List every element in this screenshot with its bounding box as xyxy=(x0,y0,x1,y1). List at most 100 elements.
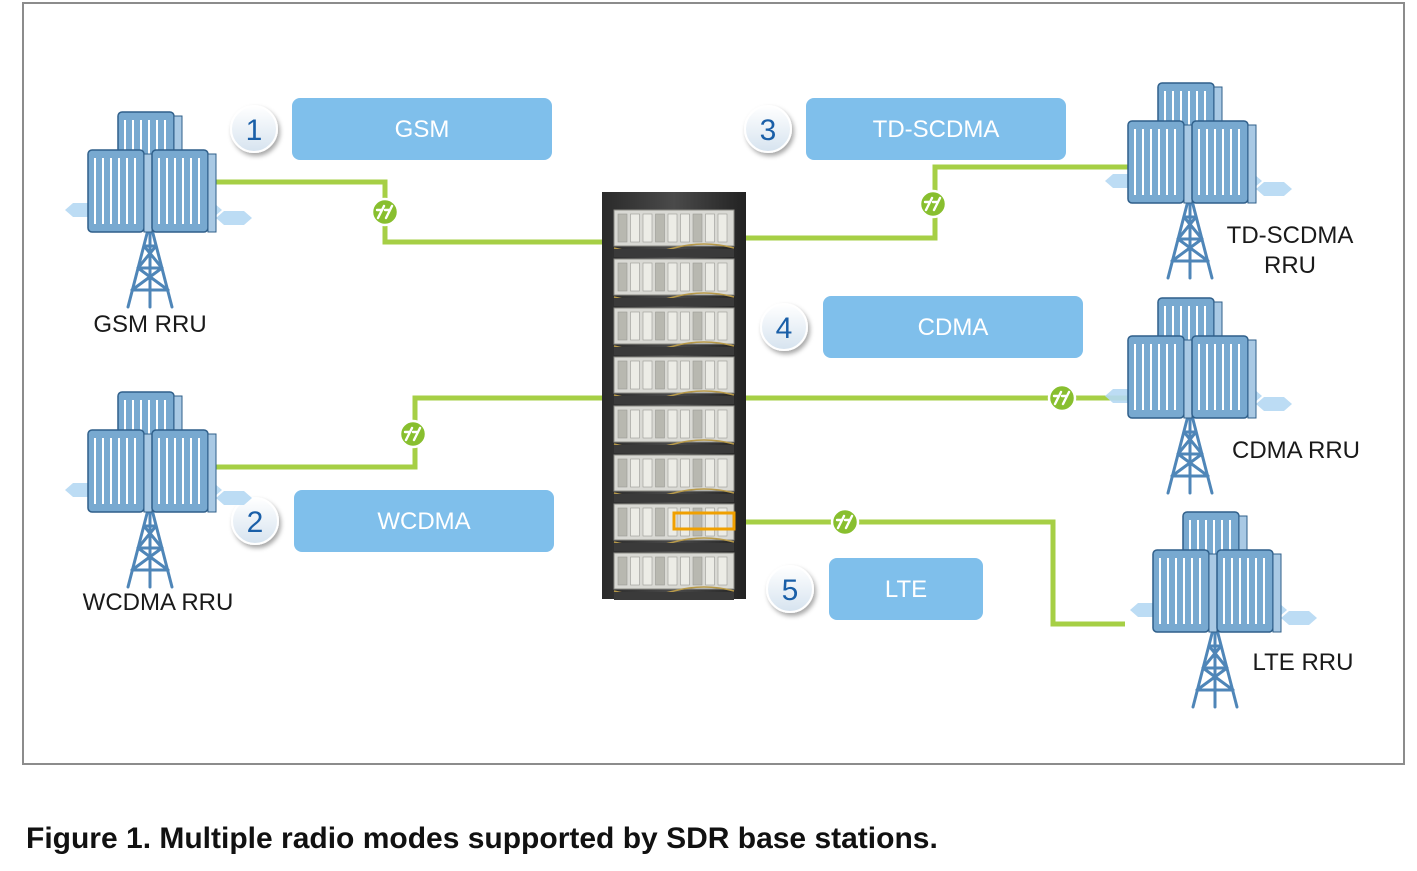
tower-strut xyxy=(1170,452,1204,478)
figure-caption: Figure 1. Multiple radio modes supported… xyxy=(26,822,938,855)
rack-board xyxy=(692,409,703,439)
rack-gap xyxy=(614,396,734,404)
rack-board xyxy=(705,360,715,390)
rack-board xyxy=(642,213,653,243)
badge-circle xyxy=(230,105,278,153)
cabinet-side xyxy=(1247,339,1257,419)
cdma-rru-icon xyxy=(1105,297,1292,495)
rack-board xyxy=(630,507,640,537)
wcdma-rru-label: WCDMA RRU xyxy=(83,589,234,616)
rack-unit xyxy=(613,356,735,404)
connector-ring xyxy=(1047,383,1077,413)
tower-strut xyxy=(130,546,164,572)
rru-cabinet xyxy=(87,149,153,233)
rack-board xyxy=(655,556,665,586)
rack-board xyxy=(617,311,628,341)
rack-board xyxy=(705,507,715,537)
gsm-number-badge: 1 xyxy=(230,105,278,153)
rack-board xyxy=(692,262,703,292)
td-scdma-rru-icon xyxy=(1105,82,1292,280)
lte-number: 5 xyxy=(782,574,799,607)
wcdma-rru-icon xyxy=(65,391,252,589)
rack-board xyxy=(617,213,628,243)
lte-rru-icon xyxy=(1130,511,1317,709)
gsm-mode-box xyxy=(292,98,552,160)
wcdma-mode-box xyxy=(294,490,554,552)
rack-board xyxy=(717,458,728,488)
wcdma-number-badge: 2 xyxy=(231,497,279,545)
tower-icon xyxy=(1191,620,1239,709)
rack-board xyxy=(680,360,690,390)
cabinet-side xyxy=(1183,339,1193,419)
rack-board xyxy=(717,360,728,390)
rack-board xyxy=(630,311,640,341)
tower-strut xyxy=(1176,430,1198,456)
antenna-plate xyxy=(216,491,252,505)
connector-ring xyxy=(398,419,428,449)
rack-board xyxy=(617,556,628,586)
rack-board xyxy=(655,409,665,439)
rack-board xyxy=(630,360,640,390)
tower-strut xyxy=(136,266,170,292)
rack-board xyxy=(705,458,715,488)
lte-number-badge: 5 xyxy=(766,565,814,613)
connector-ring xyxy=(918,189,948,219)
tower-strut xyxy=(1176,237,1210,263)
connector-glyph xyxy=(1052,390,1071,406)
tower-icon xyxy=(126,220,174,309)
antenna-plate xyxy=(216,211,252,225)
cabinet-side xyxy=(1208,553,1218,633)
rack-board xyxy=(617,409,628,439)
badge-circle xyxy=(766,565,814,613)
td-scdma-number-badge: 3 xyxy=(744,105,792,153)
tower-strut xyxy=(136,244,158,270)
rack-unit xyxy=(613,503,735,551)
cdma-number-badge: 4 xyxy=(760,303,808,351)
rack-board xyxy=(667,360,678,390)
rack-gap xyxy=(614,445,734,453)
rack-board xyxy=(717,213,728,243)
rack-board xyxy=(717,262,728,292)
rack-board xyxy=(667,213,678,243)
rru-cabinet xyxy=(87,429,153,513)
rru-cabinet xyxy=(1152,549,1218,633)
tower-strut xyxy=(1195,666,1229,692)
antenna-plate xyxy=(1281,611,1317,625)
rack-board xyxy=(630,556,640,586)
lte-link xyxy=(735,519,1125,627)
tower-strut xyxy=(130,266,164,292)
rack-board xyxy=(680,409,690,439)
tower-strut xyxy=(142,244,164,270)
rack-board xyxy=(680,262,690,292)
rack-board xyxy=(630,409,640,439)
antenna-plate xyxy=(1256,182,1292,196)
rack-board xyxy=(642,311,653,341)
rack-board xyxy=(680,458,690,488)
connector-glyph xyxy=(923,196,942,212)
td-scdma-number: 3 xyxy=(760,114,777,147)
rack-gap xyxy=(614,298,734,306)
rack-board xyxy=(680,311,690,341)
rack-board xyxy=(692,507,703,537)
lte-connector-icon xyxy=(830,507,860,537)
base-station-rack xyxy=(602,192,746,600)
connector-ring xyxy=(830,507,860,537)
rack-board xyxy=(705,213,715,243)
tower-strut xyxy=(136,524,158,550)
cdma-rru-label: CDMA RRU xyxy=(1232,437,1360,464)
rack-board xyxy=(705,409,715,439)
rru-cabinet xyxy=(1127,120,1193,204)
gsm-link xyxy=(215,179,610,245)
tower-icon xyxy=(1166,406,1214,495)
rru-cabinet xyxy=(1191,120,1257,204)
rack-board xyxy=(617,262,628,292)
cabinet-side xyxy=(1247,124,1257,204)
gsm-number: 1 xyxy=(246,114,263,147)
gsm-rru-label: GSM RRU xyxy=(93,311,206,338)
rack-board xyxy=(692,360,703,390)
connector-ring xyxy=(370,197,400,227)
rack-board xyxy=(667,262,678,292)
